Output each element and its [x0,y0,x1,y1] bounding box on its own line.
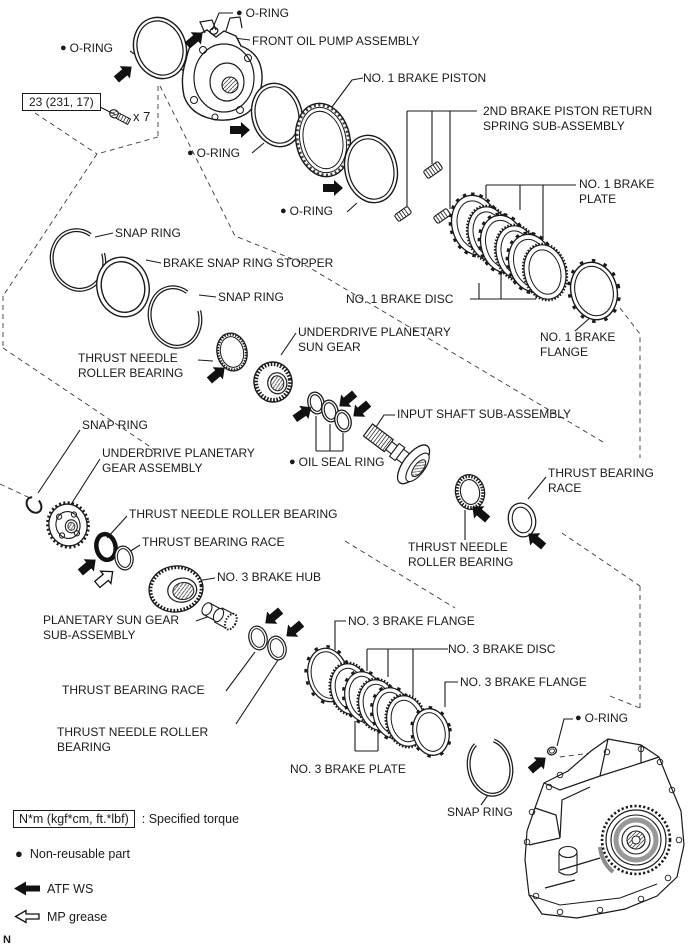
label-thrust-bearing-race-2: THRUST BEARING RACE [62,683,205,697]
torque-spec-callout: 23 (231, 17) [22,93,101,111]
front-oil-pump-drawing [171,16,263,121]
non-reusable-icon: ● [60,42,67,54]
leader-lines [37,12,592,806]
o-ring-left-drawing [132,16,188,80]
mp-grease-arrow-icon [14,909,40,924]
label-no3-brake-hub: NO. 3 BRAKE HUB [217,570,322,584]
label-snap-ring-4: SNAP RING [447,805,513,819]
atf-legend-text: ATF WS [47,881,94,896]
label-thrust-needle-bearing-2: THRUST NEEDLE ROLLER BEARING [129,507,338,521]
non-reusable-icon: ● [280,205,287,217]
mp-grease-legend-text: MP grease [47,909,108,924]
label-no3-brake-plate: NO. 3 BRAKE PLATE [290,762,406,776]
snap-ring-1-drawing [49,228,107,292]
label-o-ring-case: ●O-RING [575,711,628,725]
non-reusable-icon: ● [15,846,23,861]
snap-ring-3-drawing [25,496,43,514]
thrust-needle-bearing-right-drawing [454,474,486,510]
no3-brake-hub-drawing [148,565,204,613]
label-no3-brake-flange-2: NO. 3 BRAKE FLANGE [460,675,587,689]
atf-arrow-icon [281,617,307,643]
thrust-bearing-race-1-drawing [114,545,134,571]
atf-arrow-icon [111,60,137,86]
no1-brake-piston-drawing [294,102,352,178]
atf-arrow-icon [348,397,374,423]
non-reusable-icon: ● [575,712,582,724]
label-no1-brake-disc: NO. 1 BRAKE DISC [346,292,454,306]
thrust-bearing-race-2-drawing [248,625,268,651]
bolt-count: x 7 [133,109,151,124]
o-ring-mid-drawing [250,82,304,148]
o-ring-lower-drawing [343,134,399,204]
atf-arrow-icon [323,180,343,196]
label-no3-brake-disc: NO. 3 BRAKE DISC [448,642,556,656]
label-snap-ring-2: SNAP RING [218,290,284,304]
snap-ring-4-drawing [466,737,514,797]
non-reusable-icon: ● [289,456,296,468]
thrust-needle-bearing-2-drawing [94,531,118,563]
legend-non-reusable: ● Non-reusable part [15,846,130,861]
label-input-shaft: INPUT SHAFT SUB-ASSEMBLY [397,407,572,421]
thrust-needle-bearing-1-drawing [216,332,248,372]
input-shaft-drawing [362,423,431,485]
no3-brake-stack-drawing [304,644,452,758]
torque-legend-text: : Specified torque [141,812,240,826]
no1-brake-stack-drawing [448,192,569,302]
mp-grease-arrows [91,564,119,592]
label-no1-brake-piston: NO. 1 BRAKE PISTON [363,71,487,85]
brake-snap-ring-stopper-drawing [96,256,150,318]
label-no3-brake-flange-1: NO. 3 BRAKE FLANGE [348,614,475,628]
atf-arrow-icon [14,881,40,896]
no1-brake-flange-drawing [567,258,621,324]
o-ring-case-drawing [546,746,558,756]
underdrive-gear-assembly-drawing [46,501,90,549]
snap-ring-2-drawing [147,285,203,349]
label-o-ring-lower: ●O-RING [280,204,333,218]
non-reusable-legend-text: Non-reusable part [29,846,130,861]
torque-unit-box: N*m (kgf*cm, ft.*lbf) [13,810,135,828]
transaxle-case-drawing [523,738,685,919]
underdrive-sun-gear-drawing [253,361,293,403]
mp-grease-arrow-icon [91,564,119,592]
label-snap-ring-1: SNAP RING [115,226,181,240]
atf-arrow-icon [525,751,551,777]
atf-arrow-icon [75,553,101,579]
atf-arrow-icon [230,122,250,138]
page-margin-character: N [3,934,11,946]
legend-mp-grease: MP grease [14,909,107,924]
non-reusable-icon: ● [236,7,243,19]
label-o-ring-top: ●O-RING [236,6,289,20]
thrust-bearing-race-right-drawing [507,502,537,538]
planetary-sun-gear-drawing [201,602,238,631]
oil-seal-ring-drawings [307,391,352,433]
atf-arrow-icon [260,604,286,630]
label-oil-seal-ring: ●OIL SEAL RING [289,455,385,469]
label-o-ring-mid: ●O-RING [187,146,240,160]
label-front-oil-pump: FRONT OIL PUMP ASSEMBLY [252,34,420,48]
non-reusable-icon: ● [187,147,194,159]
legend-atf: ATF WS [14,881,93,896]
label-thrust-bearing-race-1: THRUST BEARING RACE [142,535,285,549]
return-spring-drawings [394,161,451,224]
label-o-ring-left: ●O-RING [60,41,113,55]
legend-torque: N*m (kgf*cm, ft.*lbf) : Specified torque [13,810,239,828]
bolt-drawing [109,109,132,126]
label-brake-snap-ring-stopper: BRAKE SNAP RING STOPPER [163,256,334,270]
thrust-needle-bearing-3-drawing [267,635,287,661]
label-snap-ring-3: SNAP RING [82,418,148,432]
